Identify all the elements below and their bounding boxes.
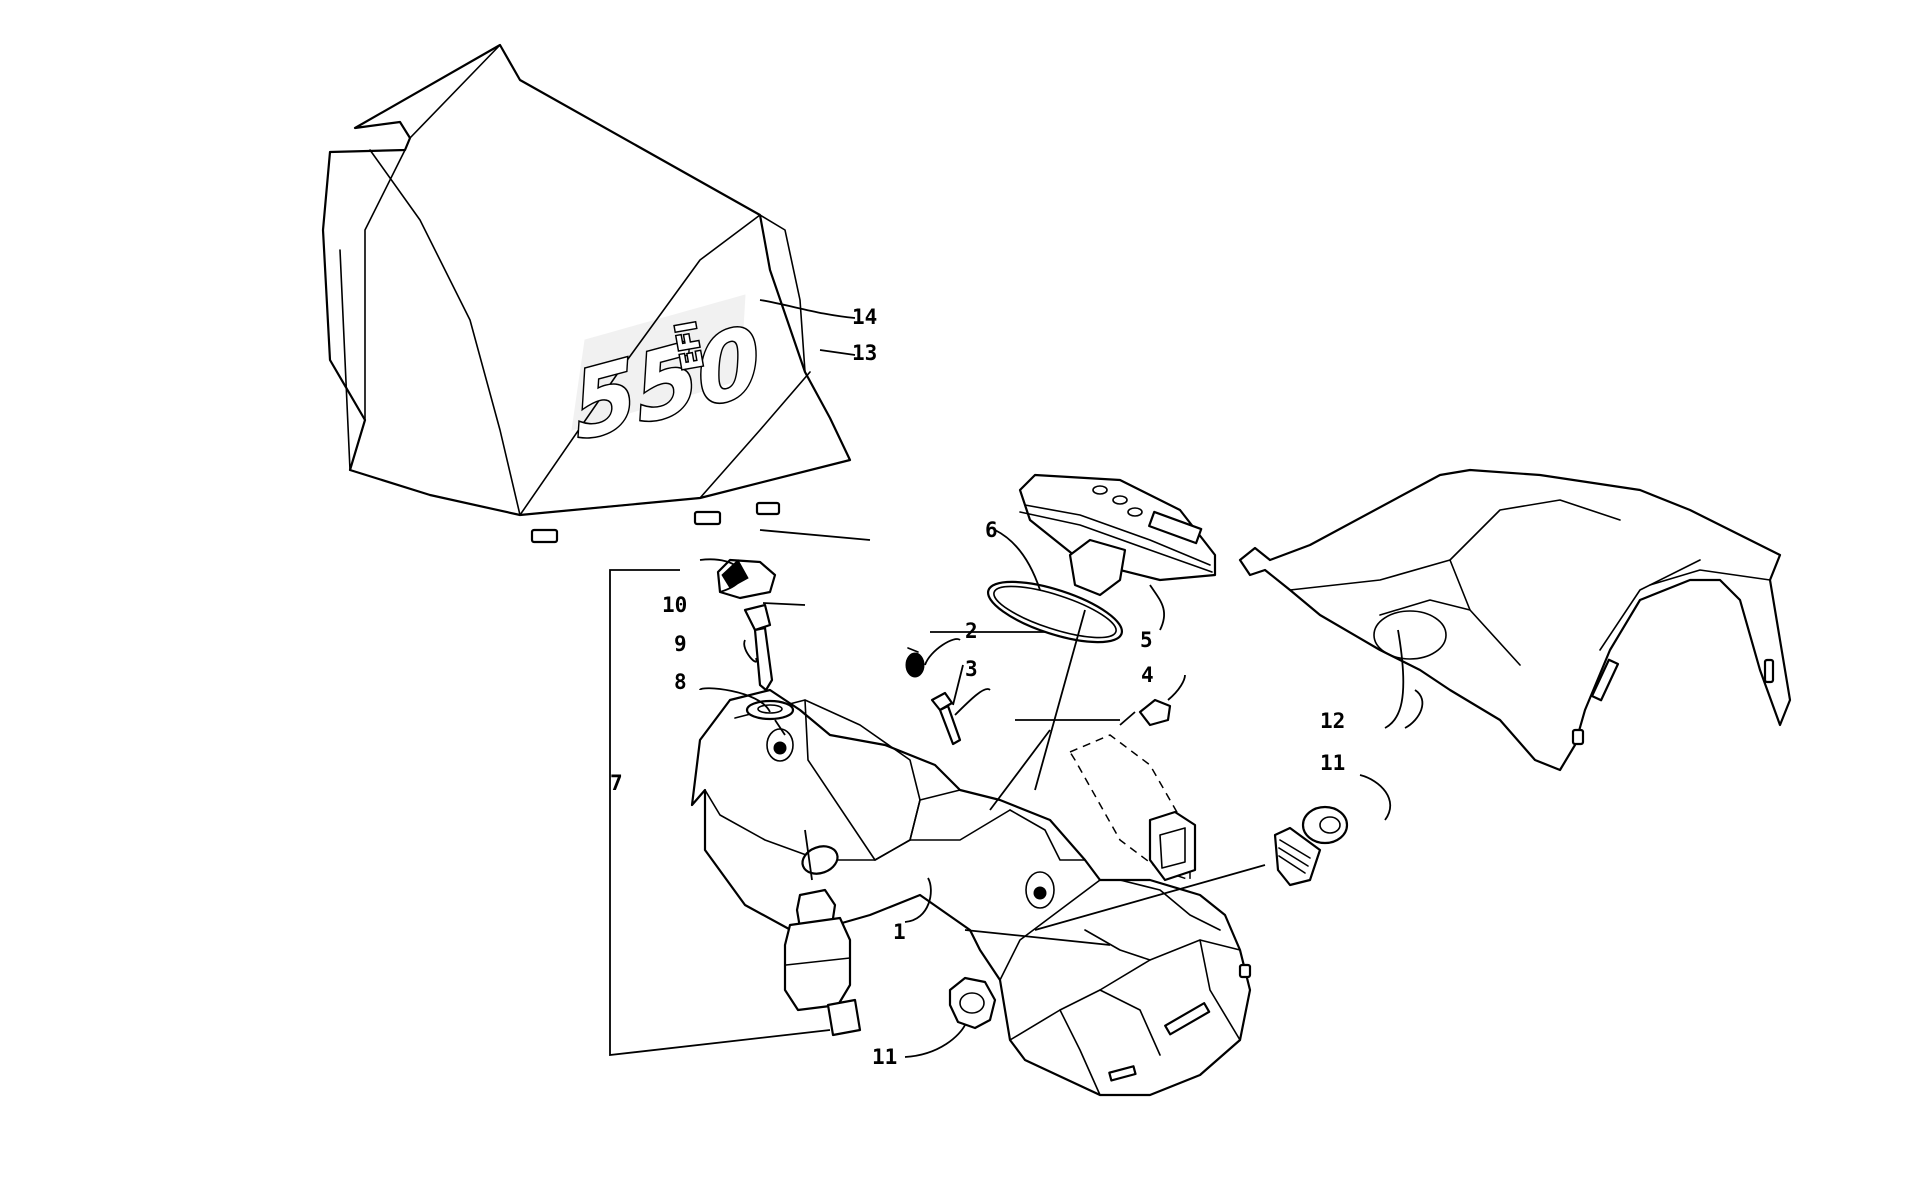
callout-14: 14 (852, 305, 877, 329)
callout-2: 2 (965, 619, 978, 643)
callout-11-outlet: 11 (1320, 751, 1345, 775)
callout-7: 7 (610, 771, 623, 795)
ignition-switch (783, 888, 862, 1037)
callout-4: 4 (1141, 663, 1154, 687)
callout-9: 9 (674, 632, 687, 656)
callout-11-nut: 11 (872, 1045, 897, 1069)
callout-1: 1 (893, 920, 906, 944)
part-6-seal-ring (986, 580, 1124, 644)
callout-12: 12 (1320, 709, 1345, 733)
part-9-key (743, 603, 774, 692)
callout-labels: 1 2 3 4 5 6 7 8 9 10 11 11 12 13 14 (610, 305, 1345, 1069)
part-1-console (690, 688, 1252, 1097)
part-13-windshield (321, 43, 852, 544)
part-8-washer (745, 699, 795, 721)
callout-8: 8 (674, 670, 687, 694)
part-11-power-outlet (1273, 805, 1349, 887)
leader-lines (699, 299, 1424, 1058)
part-12-side-cover (1238, 468, 1792, 772)
part-2-screw (905, 647, 925, 678)
part-4-connector (1068, 698, 1197, 882)
part-11-lock-nut (948, 976, 997, 1030)
part-5-gauge (1018, 473, 1217, 597)
callout-3: 3 (965, 657, 978, 681)
callout-10: 10 (662, 593, 687, 617)
callout-13: 13 (852, 341, 877, 365)
callout-6: 6 (985, 518, 998, 542)
part-7-assembly-bracket (609, 569, 831, 1057)
callout-5: 5 (1140, 628, 1153, 652)
part-3-bolt (930, 691, 962, 746)
part-10-key-cap (716, 558, 777, 600)
